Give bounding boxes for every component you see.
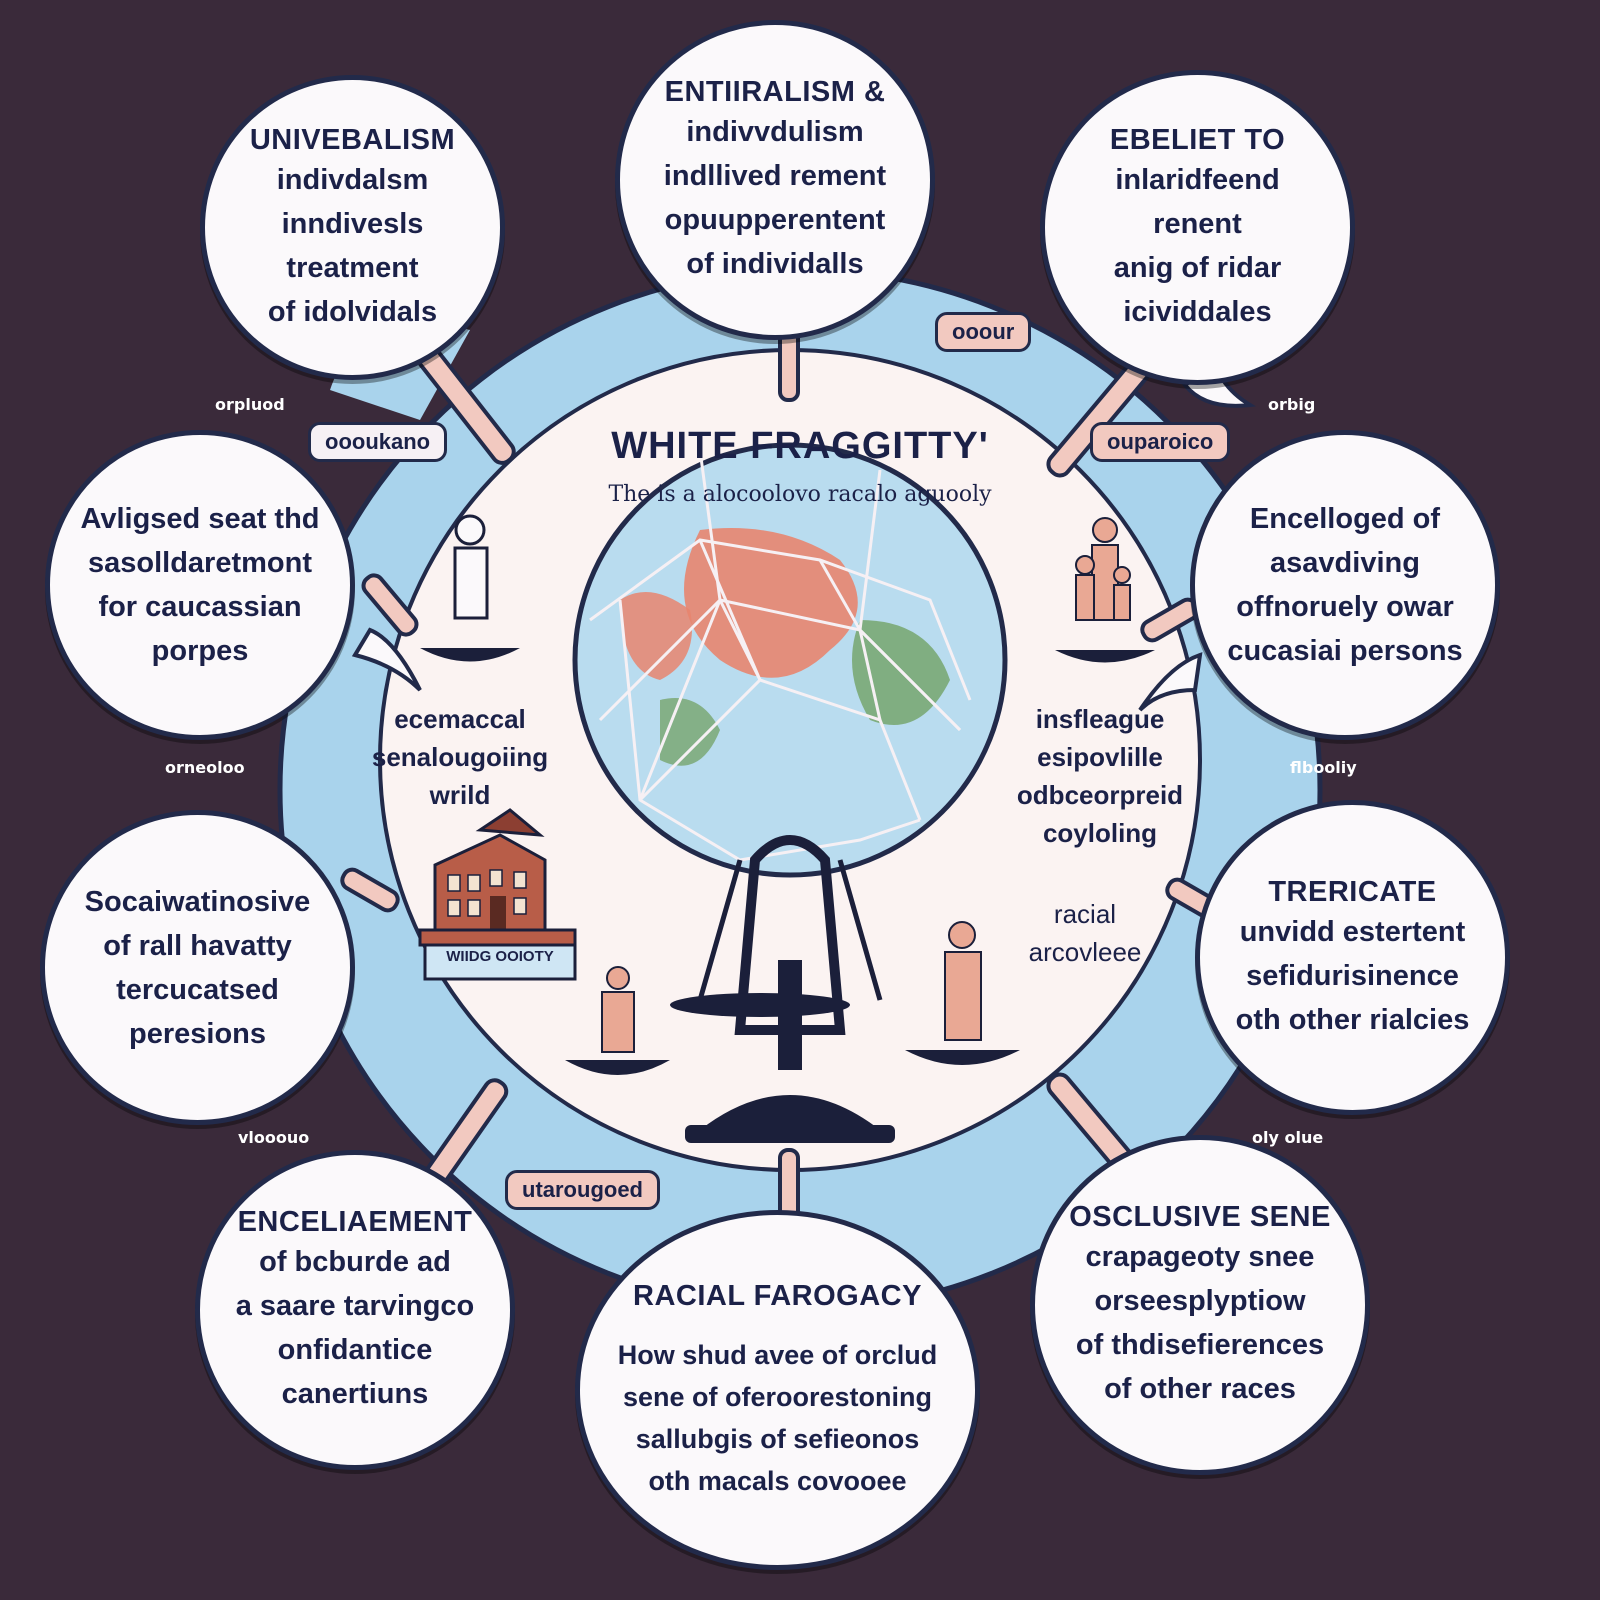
bubble-line: indivvdulism: [686, 116, 864, 148]
bubble-line: indllived rement: [663, 160, 887, 192]
globe-icon: [572, 442, 1008, 878]
bubble-line: porpes: [151, 635, 249, 667]
bubble-line: peresions: [129, 1017, 266, 1050]
bubble-title: OSCLUSIVE SENE: [1069, 1201, 1331, 1233]
connector-6: [340, 867, 400, 913]
tail-5: [1138, 652, 1203, 712]
bubble-line: inndivesls treatment: [281, 207, 424, 284]
bubble-socaiwatinosive: Socaiwatinosive of rall havatty tercucat…: [40, 810, 355, 1125]
bubble-title: EBELIET TO: [1109, 123, 1286, 156]
bubble-line: inlaridfeend renent: [1115, 163, 1280, 240]
bubble-line: Encelloged of: [1249, 503, 1441, 535]
inner-label-left-line: senalougoiing: [371, 742, 549, 772]
connector-2: [778, 328, 800, 402]
bubble-entiiralism: ENTIIRALISM & indivvdulism indllived rem…: [615, 20, 935, 340]
bubble-line: Avligsed seat thd: [80, 503, 320, 535]
bubble-line: unvidd estertent: [1239, 915, 1466, 948]
bubble-line: opuupperentent: [664, 204, 886, 236]
inner-label-right2-line: arcovleee: [1028, 937, 1142, 967]
inner-label-right2-line: racial: [1053, 899, 1117, 929]
bubble-line: sasolldaretmont: [88, 547, 312, 579]
diagram-title: WHITE FRAGGITTY': [611, 425, 989, 467]
outer-label-3: orneoloo: [165, 758, 245, 777]
diagram-subtitle: The is a alocoolovo racalo aguooly: [608, 482, 992, 507]
bubble-avligsed: Avligsed seat thd sasolldaretmont for ca…: [45, 430, 355, 740]
bubble-title: RACIAL FAROGACY: [633, 1280, 922, 1312]
bubble-line: Socaiwatinosive: [84, 885, 311, 918]
outer-label-2: orbig: [1268, 395, 1316, 414]
bubble-title: TRERICATE: [1268, 875, 1437, 908]
inner-label-right-line: odbceorpreid: [1016, 780, 1184, 810]
tag-3: ouparoico: [1090, 422, 1231, 462]
bubble-universalism: UNIVEBALISM indivdalsm inndivesls treatm…: [200, 75, 505, 380]
inner-label-right-line: esipovlille: [1037, 742, 1163, 772]
bubble-line: of bcburde ad: [259, 1246, 451, 1278]
outer-label-5: vlooouo: [238, 1128, 310, 1147]
bubble-racial-farogacy: RACIAL FAROGACY How shud avee of orclud …: [575, 1210, 980, 1570]
bubble-line: tercucatsed: [116, 973, 279, 1006]
bottom-left-pan-figure: [565, 966, 670, 1075]
bubble-ebeliet: EBELIET TO inlaridfeend renent anig of r…: [1040, 70, 1355, 385]
bubble-trericate: TRERICATE unvidd estertent sefidurisinen…: [1195, 800, 1510, 1115]
bottom-right-pan-figure: [905, 921, 1020, 1065]
inner-label-left-line: ecemaccal: [394, 704, 526, 734]
connector-4: [361, 573, 419, 637]
bubble-line: canertiuns: [281, 1378, 429, 1410]
bubble-line: anig of ridar: [1113, 251, 1282, 284]
bubble-osclusive-sene: OSCLUSIVE SENE crapageoty snee orseesply…: [1030, 1135, 1370, 1475]
bubble-line: sene of oferoorestoning: [622, 1382, 933, 1412]
bubble-line: How shud avee of orclud: [617, 1340, 938, 1370]
bubble-title: ENTIIRALISM &: [664, 76, 886, 108]
bubble-line: a saare tarvingco: [235, 1290, 475, 1322]
outer-label-4: flbooliy: [1290, 758, 1357, 777]
bubble-line: oth macals covooee: [648, 1466, 907, 1496]
bubble-line: sefidurisinence: [1246, 959, 1459, 992]
bubble-line: of other races: [1104, 1373, 1296, 1405]
bubble-line: asavdiving: [1270, 547, 1420, 579]
building-sign: WIIDG OOIOTY: [446, 948, 554, 965]
bubble-line: of individalls: [686, 248, 864, 280]
bubble-line: oth other rialcies: [1235, 1003, 1470, 1036]
right-pan-family: [1055, 517, 1155, 663]
inner-label-right2: racial arcovleee: [1000, 895, 1170, 971]
bubble-title: ENCELIAEMENT: [237, 1206, 473, 1238]
bubble-line: icividdales: [1123, 295, 1272, 328]
inner-label-right: insfleague esipovlille odbceorpreid coyl…: [1000, 700, 1200, 852]
bubble-line: of idolvidals: [267, 295, 438, 328]
bubble-line: onfidantice: [277, 1334, 433, 1366]
tag-1: oooukano: [308, 422, 448, 462]
bubble-line: crapageoty snee: [1085, 1241, 1315, 1273]
bubble-line: cucasiai persons: [1227, 635, 1463, 667]
tag-2: ooour: [935, 312, 1032, 352]
inner-label-right-line: insfleague: [1035, 704, 1165, 734]
inner-label-left: ecemaccal senalougoiing wrild: [345, 700, 575, 814]
tail-4: [351, 627, 422, 692]
bubble-line: of rall havatty: [103, 929, 292, 962]
scales-icon: [670, 835, 895, 1143]
inner-label-left-line: wrild: [429, 780, 491, 810]
bubble-line: sallubgis of sefieonos: [635, 1424, 920, 1454]
bubble-title: UNIVEBALISM: [249, 123, 456, 156]
bubble-enceliaement: ENCELIAEMENT of bcburde ad a saare tarvi…: [195, 1150, 515, 1470]
bubble-line: for caucassian: [98, 591, 302, 623]
bubble-line: indivdalsm: [276, 163, 429, 196]
bubble-line: orseesplyptiow: [1094, 1285, 1306, 1317]
tag-4: utarougoed: [505, 1170, 660, 1210]
inner-label-right-line: coyloling: [1042, 818, 1158, 848]
bubble-line: of thdisefierences: [1075, 1329, 1325, 1361]
bubble-line: offnoruely owar: [1236, 591, 1454, 623]
outer-label-6: oly olue: [1252, 1128, 1324, 1147]
left-pan-figure: [420, 514, 520, 662]
bubble-encelloged: Encelloged of asavdiving offnoruely owar…: [1190, 430, 1500, 740]
building-icon: [418, 808, 577, 981]
outer-label-1: orpluod: [215, 395, 285, 414]
